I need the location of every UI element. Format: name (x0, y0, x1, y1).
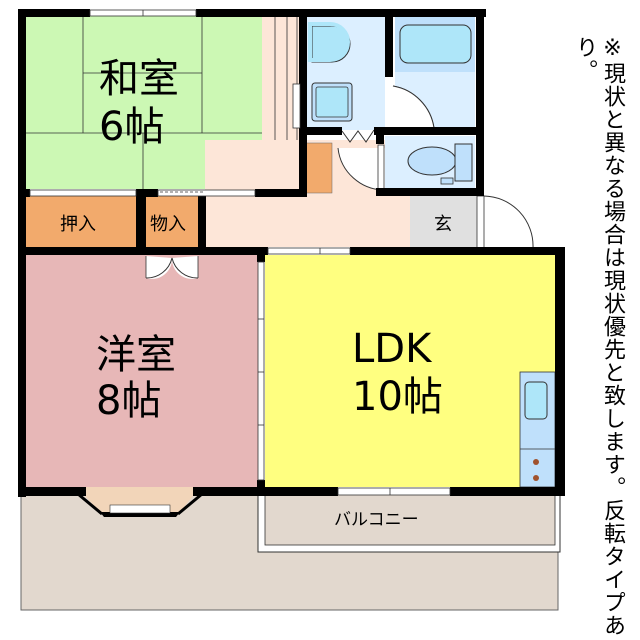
room-genkan: 玄 (410, 196, 477, 248)
toilet-icon (407, 146, 457, 176)
disclaimer-note: ※現状と異なる場合は現状優先と致します。反転タイプあり。 (572, 36, 625, 637)
oshiire-label: 押入 (60, 214, 96, 235)
room-bathroom (392, 16, 475, 129)
balcony: バルコニー (257, 493, 561, 553)
windows (29, 9, 451, 496)
stove-burner-icon (533, 475, 539, 481)
room-oshiire: 押入 (26, 196, 138, 248)
kitchen-sink-icon (524, 381, 548, 420)
monoire-label: 物入 (150, 214, 186, 235)
ldk-name: LDK (352, 326, 433, 372)
entrance-door-swing (483, 195, 534, 249)
youshitsu-size: 8帖 (96, 378, 161, 424)
room-washroom (305, 16, 385, 143)
genkan-label: 玄 (434, 214, 452, 235)
washitsu-name: 和室 (99, 56, 179, 102)
stove-burner-icon (533, 459, 539, 465)
balcony-label: バルコニー (334, 510, 419, 530)
room-ldk: LDK 10帖 (265, 255, 556, 488)
walls (18, 9, 565, 497)
bathtub-icon (399, 24, 472, 64)
room-monoire: 物入 (146, 196, 198, 248)
washitsu-size: 6帖 (99, 104, 164, 150)
room-washitsu: 和室 6帖 (26, 16, 302, 189)
ldk-size: 10帖 (352, 374, 443, 420)
room-youshitsu: 洋室 8帖 (26, 255, 258, 487)
youshitsu-name: 洋室 (96, 332, 176, 378)
room-toilet (385, 136, 475, 188)
shoe-cabinet (304, 142, 333, 194)
